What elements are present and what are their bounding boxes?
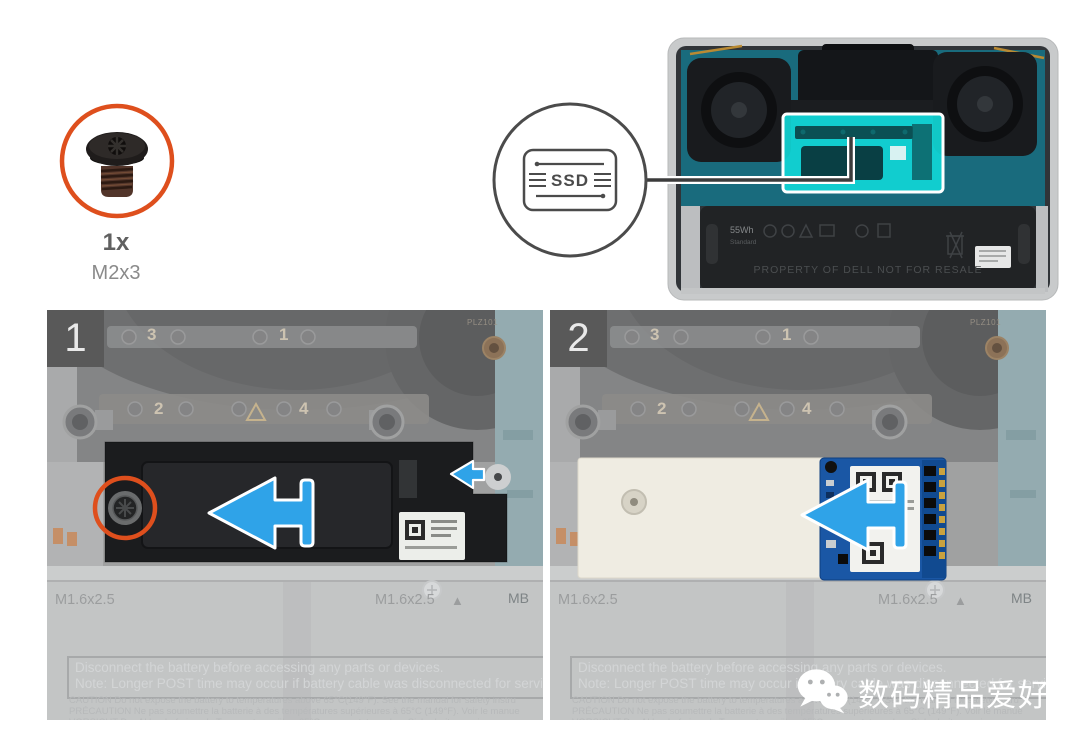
step-panel-2: 2 3 1 2 4 PLZ101 M1.6x2.5 M1.6x2.5 ▲ MB … bbox=[550, 310, 1046, 720]
battery-warning-box: Disconnect the battery before accessing … bbox=[67, 656, 543, 699]
callout-leader-line bbox=[647, 137, 853, 182]
heatsink-screw-number: 3 bbox=[650, 325, 660, 344]
screw-callout-circle bbox=[92, 475, 158, 541]
laptop-battery: 55Wh Standard PROPERTY OF DELL NOT FOR R… bbox=[681, 206, 1048, 294]
ssd-highlight-box bbox=[781, 112, 945, 194]
qr-sticker bbox=[399, 512, 465, 560]
step-number-badge: 2 bbox=[550, 310, 607, 367]
caution-de: VORSICHT Der Akku darf niemals Temperatu… bbox=[572, 717, 1046, 720]
laptop-fan-left bbox=[687, 58, 791, 162]
ssd-icon-label: SSD bbox=[551, 171, 589, 190]
caution-en: CAUTION Do not expose the battery to tem… bbox=[69, 695, 516, 706]
board-label: PLZ101 bbox=[467, 318, 499, 327]
battery-grade-label: Standard bbox=[730, 239, 757, 246]
caution-de: VORSICHT Der Akku darf niemals Temperatu… bbox=[69, 717, 543, 720]
heatsink-screw-number: 1 bbox=[279, 325, 289, 344]
laptop-internal-photo: 55Wh Standard PROPERTY OF DELL NOT FOR R… bbox=[667, 37, 1059, 301]
screw-callout: 1x M2x3 bbox=[59, 103, 175, 284]
ssd-gold-fingers bbox=[939, 468, 945, 559]
battery-caution-text: CAUTION Do not expose the battery to tem… bbox=[69, 695, 543, 720]
watermark: 数码精品爱好者 bbox=[796, 668, 1080, 716]
ssd-icon bbox=[522, 148, 618, 212]
battery-warning-line: Note: Longer POST time may occur if batt… bbox=[75, 676, 543, 691]
warning-triangle-icon bbox=[748, 401, 770, 421]
step-panel-1: 1 3 1 2 4 PLZ101 M1.6x2.5 M1.6x2.5 ▲ MB … bbox=[47, 310, 543, 720]
screw-size-label-left: M1.6x2.5 bbox=[55, 592, 115, 608]
warning-triangle-icon bbox=[245, 401, 267, 421]
heatsink-bracket-mid bbox=[565, 394, 932, 440]
battery-caution-text: CAUTION Do not expose the battery to tem… bbox=[572, 695, 1046, 720]
panel2-graphic bbox=[550, 310, 1046, 720]
captive-screw-left bbox=[62, 404, 98, 440]
screw-count-label: 1x bbox=[103, 229, 130, 256]
heatsink-screw-number: 4 bbox=[299, 399, 309, 418]
shield-corner-arrow bbox=[449, 459, 486, 490]
heatsink-screw-number: 2 bbox=[657, 399, 667, 418]
ssd-callout: SSD bbox=[492, 102, 855, 258]
screw-icon bbox=[86, 132, 148, 197]
heatsink-screw-number: 2 bbox=[154, 399, 164, 418]
ssd-callout-circle bbox=[492, 102, 648, 258]
top-callout-section: 1x M2x3 bbox=[59, 37, 1059, 301]
remove-direction-arrow bbox=[207, 476, 315, 550]
warning-marker: ▲ bbox=[954, 593, 967, 608]
heatsink-bracket-top bbox=[107, 326, 417, 348]
caution-fr: PRÉCAUTION Ne pas soumettre la batterie … bbox=[572, 706, 1023, 717]
captive-screw-right bbox=[872, 404, 908, 440]
heatsink-bracket-mid bbox=[62, 394, 429, 440]
heatsink-bracket-top bbox=[610, 326, 920, 348]
laptop-fan-right bbox=[933, 52, 1037, 156]
screw-size-label-right: M1.6x2.5 bbox=[375, 592, 435, 608]
battery-warning-line: Disconnect the battery before accessing … bbox=[578, 660, 947, 675]
warning-marker: ▲ bbox=[451, 593, 464, 608]
wechat-icon bbox=[797, 669, 848, 714]
battery-capacity-label: 55Wh bbox=[730, 225, 754, 235]
mb-label: MB bbox=[508, 590, 529, 606]
battery-warning-line: Disconnect the battery before accessing … bbox=[75, 660, 444, 675]
screw-removal-callout bbox=[92, 475, 158, 541]
caution-en: CAUTION Do not expose the battery to tem… bbox=[572, 695, 1019, 706]
board-label: PLZ101 bbox=[970, 318, 1002, 327]
heatsink-screw-number: 1 bbox=[782, 325, 792, 344]
mb-label: MB bbox=[1011, 590, 1032, 606]
heatsink-screw-number: 4 bbox=[802, 399, 812, 418]
property-of-dell-text: PROPERTY OF DELL NOT FOR RESALE bbox=[754, 264, 983, 276]
screw-size-label-left: M1.6x2.5 bbox=[558, 592, 618, 608]
heatsink-screw-number: 3 bbox=[147, 325, 157, 344]
motherboard-edge bbox=[998, 310, 1046, 610]
step-number-badge: 1 bbox=[47, 310, 104, 367]
panel1-graphic bbox=[47, 310, 543, 720]
watermark-text: 数码精品爱好者 bbox=[858, 677, 1080, 713]
laptop-heatsink bbox=[770, 44, 970, 114]
shield-standoff bbox=[485, 464, 511, 490]
flex-cable-hint bbox=[53, 528, 77, 546]
screw-size-label: M2x3 bbox=[92, 262, 141, 284]
flex-cable-hint bbox=[556, 528, 580, 546]
caution-fr: PRÉCAUTION Ne pas soumettre la batterie … bbox=[69, 706, 520, 717]
battery-regulatory-icons bbox=[763, 223, 964, 259]
screw-size-label-right: M1.6x2.5 bbox=[878, 592, 938, 608]
captive-screw-left bbox=[565, 404, 601, 440]
captive-screw-right bbox=[369, 404, 405, 440]
remove-direction-arrow bbox=[800, 478, 908, 552]
